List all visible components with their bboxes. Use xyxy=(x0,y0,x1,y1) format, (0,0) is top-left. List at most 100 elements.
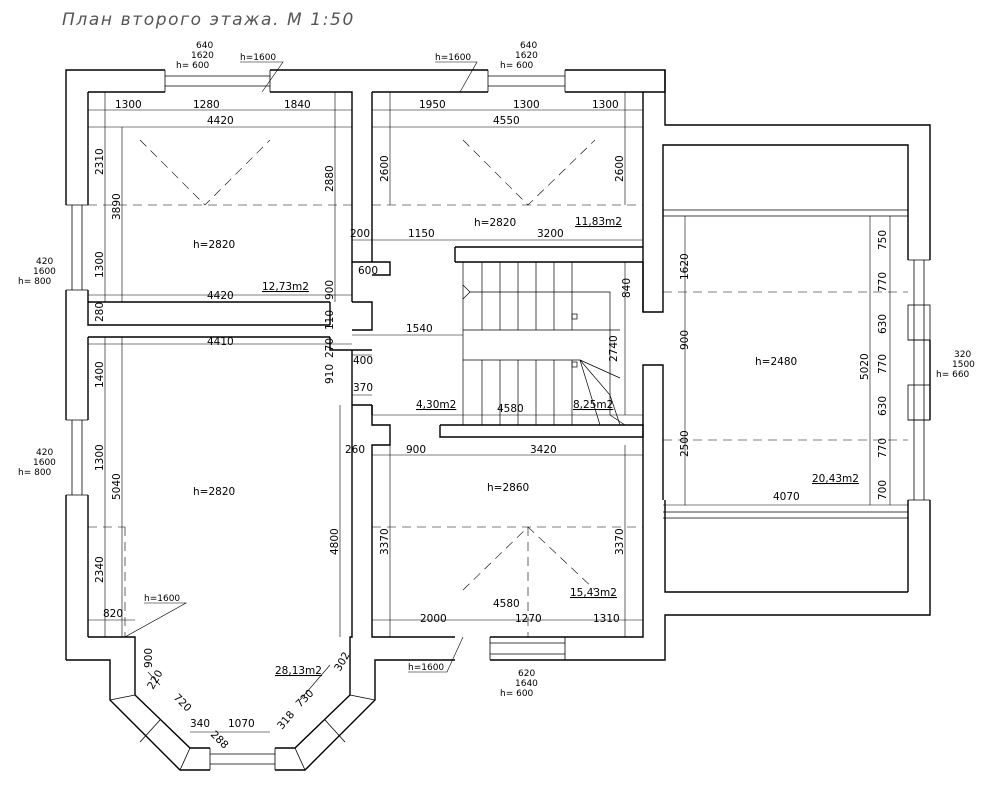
dim: 5040 xyxy=(111,473,123,500)
dim: 3420 xyxy=(530,444,557,456)
dim: 1300 xyxy=(513,99,540,111)
dim: 4800 xyxy=(329,528,341,555)
dim: 2340 xyxy=(94,556,106,583)
window-bottom-l2: 1640 xyxy=(515,679,538,689)
dim: 3890 xyxy=(111,193,123,220)
door-heights: h=1600 h=1600 h=1600 h=1600 xyxy=(144,53,471,673)
window-top-right-l2: 1620 xyxy=(515,51,538,61)
room-ne-area: 11,83m2 xyxy=(575,216,622,228)
room-ne-height: h=2820 xyxy=(474,217,516,229)
dimension-lines xyxy=(88,61,908,733)
dim: 220 xyxy=(145,668,165,691)
window-left-upper-l1: 420 xyxy=(36,257,53,267)
dim: 700 xyxy=(877,480,889,500)
dim: 2600 xyxy=(614,155,626,182)
dim: 3370 xyxy=(379,528,391,555)
window-left-upper-l3: h= 800 xyxy=(18,277,52,287)
window-bottom-l3: h= 600 xyxy=(500,689,534,699)
dim: 2500 xyxy=(679,430,691,457)
dim: 820 xyxy=(103,608,123,620)
room-nw-height: h=2820 xyxy=(193,239,235,251)
window-left-lower-l1: 420 xyxy=(36,448,53,458)
door-height-top-right: h=1600 xyxy=(435,53,471,63)
drawing-title: План второго этажа. М 1:50 xyxy=(62,10,355,30)
window-bottom-l1: 620 xyxy=(518,669,535,679)
room-sw-height: h=2820 xyxy=(193,486,235,498)
window-left-upper-l2: 1600 xyxy=(33,267,56,277)
dim: 630 xyxy=(877,314,889,334)
dim: 2600 xyxy=(379,155,391,182)
window-top-left-l2: 1620 xyxy=(191,51,214,61)
dim: 3200 xyxy=(537,228,564,240)
dim: 1400 xyxy=(94,361,106,388)
door-height-top-left: h=1600 xyxy=(240,53,276,63)
dim: 770 xyxy=(877,272,889,292)
dim: 4580 xyxy=(493,598,520,610)
dim: 1540 xyxy=(406,323,433,335)
room-nw-area: 12,73m2 xyxy=(262,281,309,293)
dim: 4070 xyxy=(773,491,800,503)
dim: 340 xyxy=(190,718,210,730)
dim: 900 xyxy=(406,444,426,456)
dim: 3370 xyxy=(614,528,626,555)
room-se-area: 15,43m2 xyxy=(570,587,617,599)
room-se-height: h=2860 xyxy=(487,482,529,494)
dim: 270 xyxy=(324,338,336,358)
dim: 4420 xyxy=(207,115,234,127)
window-openings xyxy=(66,70,931,771)
dim: 370 xyxy=(353,382,373,394)
dim: 910 xyxy=(324,364,336,384)
dim: 4410 xyxy=(207,336,234,348)
dim: 730 xyxy=(294,687,317,710)
staircase xyxy=(462,262,626,426)
window-top-right-l3: h= 600 xyxy=(500,61,534,71)
dim: 1150 xyxy=(408,228,435,240)
window-right-l3: h= 660 xyxy=(936,370,970,380)
room-sw-area: 28,13m2 xyxy=(275,665,322,677)
dim: 1300 xyxy=(115,99,142,111)
dim: 2000 xyxy=(420,613,447,625)
window-left-lower-l2: 1600 xyxy=(33,458,56,468)
window-top-right-l1: 640 xyxy=(520,41,537,51)
room-east-area: 20,43m2 xyxy=(812,473,859,485)
dim: 110 xyxy=(324,310,336,330)
dim: 400 xyxy=(353,355,373,367)
dim: 4550 xyxy=(493,115,520,127)
dim: 1300 xyxy=(94,251,106,278)
dim: 2880 xyxy=(324,165,336,192)
dim: 770 xyxy=(877,354,889,374)
dim: 770 xyxy=(877,438,889,458)
dim: 1270 xyxy=(515,613,542,625)
window-right-l2: 1500 xyxy=(952,360,975,370)
dim: 318 xyxy=(275,709,297,732)
dim: 600 xyxy=(358,265,378,277)
dim: 1300 xyxy=(94,444,106,471)
dim: 900 xyxy=(679,330,691,350)
window-top-left-l3: h= 600 xyxy=(176,61,210,71)
dim: 840 xyxy=(621,278,633,298)
dimension-values: 1300 1280 1840 4420 2310 3890 1300 280 2… xyxy=(94,99,889,751)
room-hall-area: 4,30m2 xyxy=(416,399,456,411)
dim: 720 xyxy=(171,692,194,715)
dim: 1300 xyxy=(592,99,619,111)
dim: 1620 xyxy=(679,253,691,280)
dim: 1070 xyxy=(228,718,255,730)
dim: 1840 xyxy=(284,99,311,111)
room-stair-area: 8,25m2 xyxy=(573,399,613,411)
dim: 630 xyxy=(877,396,889,416)
room-east-height: h=2480 xyxy=(755,356,797,368)
dim: 900 xyxy=(324,280,336,300)
interior-partitions xyxy=(329,230,644,438)
dim: 280 xyxy=(94,302,106,322)
window-specs: 640 1620 h= 600 640 1620 h= 600 420 1600… xyxy=(18,41,975,699)
door-height-bottom: h=1600 xyxy=(408,663,444,673)
window-left-lower-l3: h= 800 xyxy=(18,468,52,478)
roof-projection-lines xyxy=(88,139,908,637)
dim: 900 xyxy=(143,648,155,668)
dim: 200 xyxy=(350,228,370,240)
dim: 4420 xyxy=(207,290,234,302)
dim: 750 xyxy=(877,230,889,250)
dim: 260 xyxy=(345,444,365,456)
